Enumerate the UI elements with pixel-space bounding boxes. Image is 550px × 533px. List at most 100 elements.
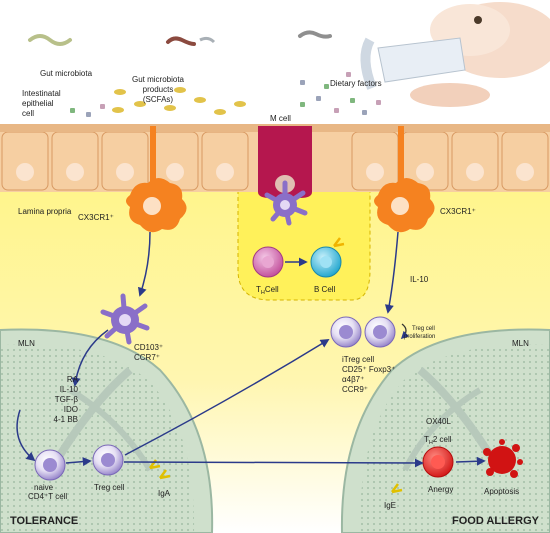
arrow-macrophage-to-dc [138, 231, 151, 297]
itreg-cells [330, 316, 410, 348]
label-treg-prolif-1: Treg cell [412, 326, 435, 332]
label-th-cell: THCell [256, 285, 279, 296]
baby-bottle-feeding-illustration [360, 2, 550, 107]
dietary-particle [334, 108, 339, 113]
label-itreg-3: α4β7⁺ [342, 375, 364, 384]
scfa-pill [112, 107, 124, 113]
label-scfa-3: (SCFAs) [143, 95, 174, 104]
epithelial-cell-nucleus [466, 163, 484, 181]
dendritic-cell-mcell [264, 180, 308, 226]
epithelial-cell [501, 131, 549, 191]
label-mln-left: MLN [18, 339, 35, 348]
dietary-particle [376, 100, 381, 105]
label-epithelial-2: epithelial [22, 99, 54, 108]
scfa-pill [164, 105, 176, 111]
antibody-icon [333, 237, 345, 248]
label-cx3cr1-left: CX3CR1⁺ [78, 213, 114, 222]
label-cx3cr1-right: CX3CR1⁺ [440, 207, 476, 216]
dietary-particle [362, 110, 367, 115]
scfa-pill [234, 101, 246, 107]
label-itreg-2: CD25⁺ Foxp3⁺ [342, 365, 395, 374]
arrow-dc-to-mln [71, 329, 109, 387]
label-factor-ra: RA [67, 375, 79, 384]
arrow-treg-to-itreg [124, 339, 330, 456]
dietary-particle [316, 96, 321, 101]
text-labels: Gut microbiota Intestinatal epithelial c… [10, 69, 540, 527]
label-factor-ido: IDO [64, 405, 78, 414]
label-cd103: CD103⁺ [134, 343, 163, 352]
dietary-particle [300, 102, 305, 107]
dietary-particle [70, 108, 75, 113]
epithelial-cell [201, 131, 249, 191]
label-itreg-4: CCR9⁺ [342, 385, 368, 394]
label-epithelial-1: Intestinatal [22, 89, 61, 98]
label-th2: TH2 cell [424, 435, 452, 446]
label-dietary-factors: Dietary factors [330, 79, 382, 88]
epithelial-cell [101, 131, 149, 191]
m-cell [258, 126, 312, 198]
epithelial-cell [351, 131, 399, 191]
label-naive-2: CD4⁺T cell [28, 492, 67, 501]
label-ige: IgE [384, 501, 396, 510]
bacteria-group [28, 30, 332, 46]
dietary-particle [86, 112, 91, 117]
label-factor-tgfb: TGF-β [55, 395, 79, 404]
label-epithelial-3: cell [22, 109, 34, 118]
label-factor-41bb: 4-1 BB [54, 415, 78, 424]
dietary-particle [300, 80, 305, 85]
arrow-il10 [384, 231, 399, 314]
naive-to-treg-arrow [65, 457, 92, 467]
dietary-particle [100, 104, 105, 109]
epithelial-cell-nucleus [166, 163, 184, 181]
arrow-factors-to-naive [16, 409, 36, 462]
macrophage-right [374, 126, 435, 233]
label-apoptosis: Apoptosis [484, 487, 519, 496]
dendritic-cell-migrating [100, 293, 150, 345]
epithelial-cell [1, 131, 49, 191]
label-naive-1: naive [34, 483, 54, 492]
label-treg-cell: Treg cell [94, 483, 125, 492]
label-gut-microbiota: Gut microbiota [40, 69, 93, 78]
scfa-pill [174, 87, 186, 93]
label-itreg-1: iTreg cell [342, 355, 374, 364]
iga-antibodies [149, 459, 171, 480]
label-iga: IgA [158, 489, 171, 498]
epithelial-cell-nucleus [216, 163, 234, 181]
label-mln-right: MLN [512, 339, 529, 348]
label-scfa-2: products [143, 85, 174, 94]
arrow-treg-to-th2 [123, 458, 424, 468]
epithelial-cell-nucleus [366, 163, 384, 181]
label-ox40l: OX40L [426, 417, 451, 426]
ige-antibody-icon [391, 483, 403, 494]
epithelial-cell-nucleus [416, 163, 434, 181]
anergy-to-apoptosis-arrow [455, 456, 486, 466]
label-treg-prolif-2: proliferation [404, 334, 435, 340]
epithelial-cell-nucleus [116, 163, 134, 181]
label-anergy: Anergy [428, 485, 453, 494]
scfa-pill [114, 89, 126, 95]
epithelial-cell-nucleus [16, 163, 34, 181]
mln-left [0, 328, 214, 533]
epithelial-cell [51, 131, 99, 191]
scfa-pill [194, 97, 206, 103]
m-cell-pocket [237, 189, 371, 301]
label-food-allergy: FOOD ALLERGY [452, 515, 540, 527]
epithelial-cell-nucleus [66, 163, 84, 181]
microbiota-particles [70, 72, 381, 117]
label-il10: IL-10 [410, 275, 429, 284]
scfa-pill [214, 109, 226, 115]
dietary-particle [350, 98, 355, 103]
label-b-cell: B Cell [314, 285, 336, 294]
label-ccr7: CCR7⁺ [134, 353, 160, 362]
epithelial-cell [451, 131, 499, 191]
dietary-particle [346, 72, 351, 77]
b-cell-nucleus [320, 256, 332, 268]
dietary-particle [324, 84, 329, 89]
mln-right [340, 328, 550, 533]
label-scfa-1: Gut microbiota [132, 75, 185, 84]
label-tolerance: TOLERANCE [10, 515, 78, 527]
label-factor-il10: IL-10 [60, 385, 79, 394]
th2-cell-nucleus [431, 455, 445, 469]
